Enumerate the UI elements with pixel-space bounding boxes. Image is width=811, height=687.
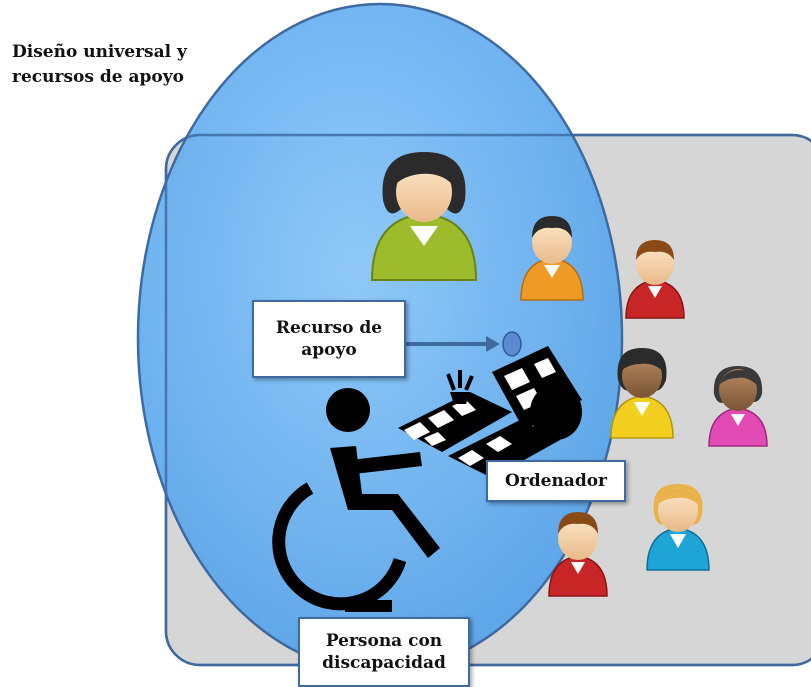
universal-design-label-line-1: Diseño universal y [12, 42, 187, 62]
person-label-line-1: Persona con [325, 630, 443, 651]
mouse-icon [502, 331, 522, 357]
wheelchair-icon [272, 388, 440, 612]
support-arrow [404, 336, 500, 352]
person-label-line-2: discapacidad [322, 653, 446, 673]
person-icon [708, 366, 768, 447]
person-icon [625, 240, 685, 319]
support-resource-label: Recurso de apoyo [252, 300, 406, 378]
person-with-disability-label: Persona con discapacidad [298, 617, 470, 687]
person-icon [520, 216, 584, 301]
support-resource-label-line-2: apoyo [301, 340, 357, 360]
person-icon [548, 512, 608, 597]
person-icon [610, 348, 674, 439]
computer-label-text: Ordenador [504, 470, 608, 491]
computer-icon [398, 346, 582, 478]
people-set-rect-outline [164, 133, 811, 667]
person-icon [646, 484, 710, 571]
universal-design-label-line-2: recursos de apoyo [12, 66, 184, 87]
computer-label: Ordenador [486, 460, 626, 502]
universal-design-label: Diseño universal y recursos de apoyo [12, 40, 187, 89]
person-icon [370, 152, 478, 281]
support-resource-label-line-1: Recurso de [275, 317, 383, 338]
